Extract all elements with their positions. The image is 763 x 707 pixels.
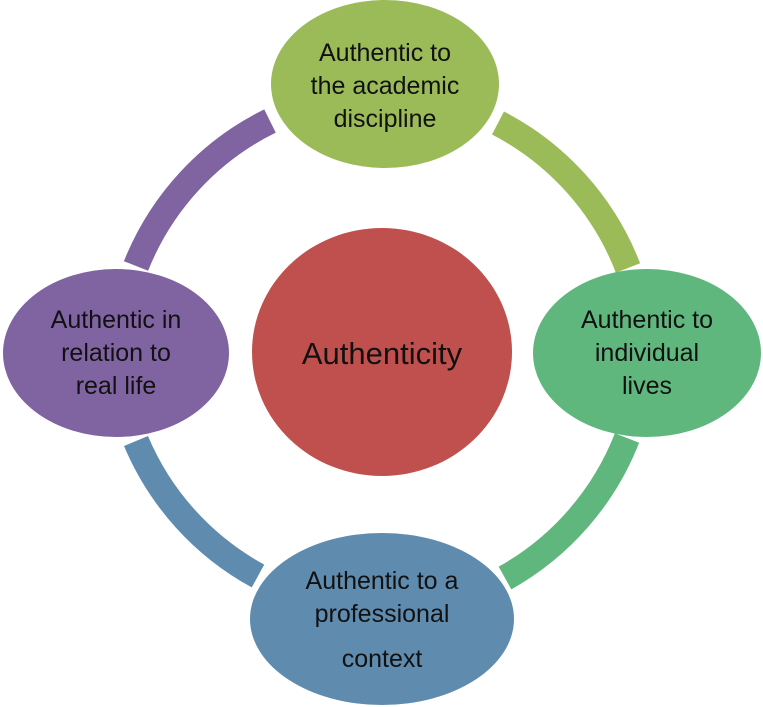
arc-left-top: [123, 109, 276, 271]
node-left-line: real life: [75, 371, 157, 400]
node-left-label: Authentic in relation to real life: [16, 303, 216, 403]
node-right-label: Authentic to individual lives: [547, 303, 747, 403]
arc-bottom-left: [124, 435, 265, 588]
arc-right-bottom: [498, 433, 640, 590]
arc-top-right: [491, 111, 641, 273]
node-top-label: Authentic to the academic discipline: [285, 36, 485, 136]
node-left-line: Authentic in: [50, 305, 182, 334]
node-top-circle: [271, 0, 499, 168]
center-label-text: Authenticity: [301, 336, 463, 371]
center-label: Authenticity: [262, 322, 502, 386]
node-bottom-line: Authentic to a: [305, 566, 459, 595]
node-top-line: discipline: [333, 104, 437, 133]
node-bottom-circle: [250, 533, 514, 705]
node-right-line: lives: [621, 371, 672, 400]
node-bottom-line: context: [341, 644, 423, 673]
center-circle: [252, 228, 512, 476]
node-left-line: relation to: [61, 338, 171, 367]
node-top-line: the academic: [310, 71, 460, 100]
node-bottom-line: professional: [314, 599, 450, 628]
node-right-line: Authentic to: [580, 305, 714, 334]
node-top-line: Authentic to: [318, 38, 452, 67]
node-left-circle: [3, 269, 229, 437]
node-right-line: individual: [594, 338, 700, 367]
node-right-circle: [533, 269, 761, 437]
node-bottom-label: Authentic to a professional context: [272, 560, 492, 680]
